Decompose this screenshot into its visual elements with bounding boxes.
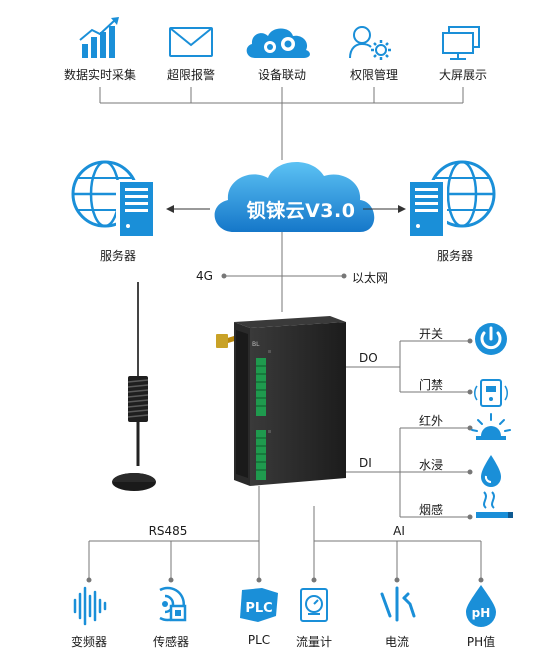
top-label-data-collection: 数据实时采集 (63, 68, 137, 82)
bus-rs485-label: RS485 (148, 524, 188, 538)
do-group-label: DO (359, 351, 378, 365)
top-label-linkage: 设备联动 (257, 68, 307, 82)
bar-chart-icon (79, 17, 119, 58)
bottom-label-plc: PLC (247, 633, 271, 647)
monitor-icon (442, 26, 480, 60)
link-lines (221, 232, 347, 312)
bottom-label-current: 电流 (384, 635, 410, 649)
link-4g-label: 4G (196, 269, 213, 283)
top-label-permission: 权限管理 (349, 68, 399, 82)
server-left-icon (71, 160, 153, 236)
gateway-device: BL (216, 316, 346, 486)
gears-cloud-icon (246, 28, 310, 58)
plc-icon: PLC (240, 588, 278, 622)
bottom-label-sensor: 传感器 (152, 635, 190, 649)
link-ethernet-label: 以太网 (352, 271, 389, 285)
bottom-label-flowmeter: 流量计 (295, 635, 333, 649)
do-item-access-label: 门禁 (419, 378, 444, 392)
smoke-icon (476, 491, 513, 518)
user-gear-icon (349, 26, 391, 60)
di-item-infrared-label: 红外 (419, 414, 444, 428)
svg-text:PLC: PLC (245, 601, 272, 616)
top-label-big-screen: 大屏展示 (438, 68, 488, 82)
server-right-label: 服务器 (436, 249, 474, 263)
bottom-bus-lines (86, 486, 484, 583)
svg-text:BL: BL (252, 341, 260, 348)
envelope-icon (169, 27, 213, 57)
water-drop-icon (481, 455, 501, 487)
current-icon (380, 586, 416, 622)
server-right-icon (410, 160, 496, 236)
cloud-shape (214, 161, 375, 232)
antenna-icon (112, 282, 156, 491)
infrared-icon (471, 413, 511, 440)
bottom-label-inverter: 变频器 (70, 635, 108, 649)
cloud-title: 钡铼云V3.0 (246, 200, 356, 222)
cloud-arrows (166, 205, 406, 213)
do-item-switch-label: 开关 (419, 327, 444, 341)
bottom-label-ph: PH值 (466, 635, 496, 649)
top-connector-lines (99, 87, 464, 160)
inverter-icon (73, 586, 107, 626)
di-group-label: DI (359, 456, 372, 470)
sensor-icon (159, 586, 187, 622)
di-item-smoke-label: 烟感 (419, 503, 444, 517)
svg-text:pH: pH (472, 606, 491, 620)
ph-icon: pH (466, 585, 496, 627)
flowmeter-icon (300, 588, 328, 622)
server-left-label: 服务器 (99, 249, 137, 263)
bus-ai-label: AI (393, 524, 405, 538)
di-item-water-label: 水浸 (419, 458, 444, 472)
do-di-lines (346, 338, 473, 520)
access-control-icon (474, 379, 508, 407)
top-label-alarm: 超限报警 (166, 68, 216, 82)
power-icon (475, 323, 507, 355)
